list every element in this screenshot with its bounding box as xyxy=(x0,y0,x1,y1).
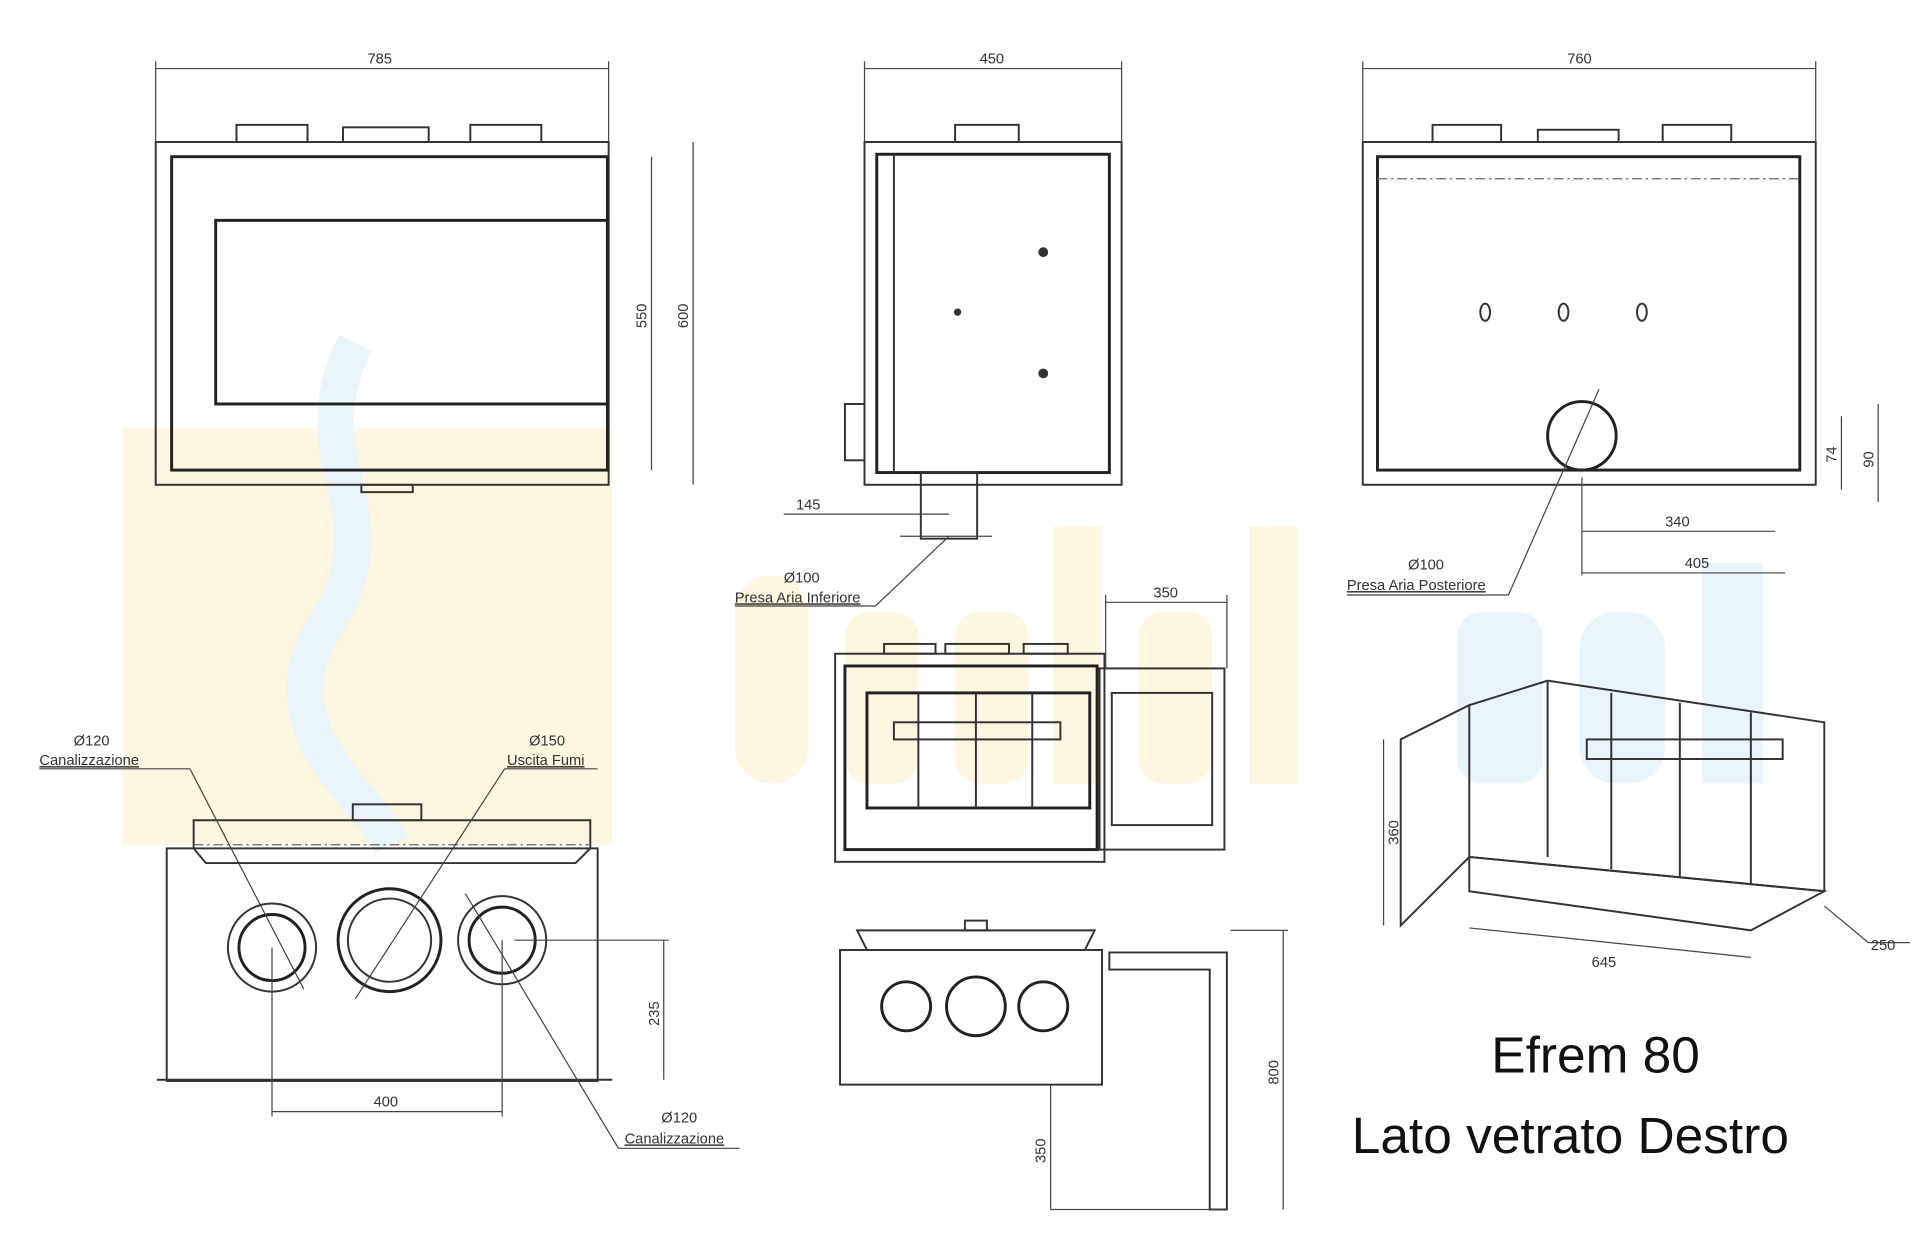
duct-spacing-dim: 400 xyxy=(374,1095,399,1111)
rear-view: 760 340 405 74 90 Ø100 Presa Aria Poster… xyxy=(1346,52,1879,596)
side-width-dim: 450 xyxy=(980,52,1005,68)
front-view: 785 550 600 xyxy=(154,52,694,494)
front-inner-height-dim: 550 xyxy=(635,304,651,329)
side-intake-label: Presa Aria Inferiore xyxy=(735,590,861,606)
rear-dim-340: 340 xyxy=(1665,514,1690,530)
right-duct-diameter: Ø120 xyxy=(661,1111,697,1127)
model-title: Efrem 80 xyxy=(1491,1025,1700,1083)
side-view: 450 145 Ø100 Presa Aria Inferiore xyxy=(734,52,1123,607)
front-height-dim: 600 xyxy=(676,304,692,329)
firebox-height-dim: 360 xyxy=(1386,820,1402,845)
left-duct-diameter: Ø120 xyxy=(74,734,110,750)
firebox-depth-dim: 250 xyxy=(1871,938,1896,954)
plan-view: 800 350 xyxy=(839,919,1289,1211)
left-duct-label: Canalizzazione xyxy=(39,753,139,769)
side-intake-diameter: Ø100 xyxy=(784,571,820,587)
rear-dim-74: 74 xyxy=(1825,446,1841,462)
plan-offset-dim: 350 xyxy=(1034,1138,1050,1163)
side-offset-dim: 145 xyxy=(796,497,821,513)
rear-intake-diameter: Ø100 xyxy=(1408,557,1444,573)
right-duct-label: Canalizzazione xyxy=(625,1131,725,1147)
center-duct-diameter: Ø150 xyxy=(529,734,565,750)
back-ducts-view: 400 235 Ø120 Canalizzazione Ø150 Uscita … xyxy=(39,734,740,1149)
watermark-logo xyxy=(122,334,1764,854)
model-subtitle: Lato vetrato Destro xyxy=(1352,1106,1789,1164)
rear-width-dim: 760 xyxy=(1567,52,1592,68)
top-view: 350 xyxy=(834,585,1228,863)
rear-dim-90: 90 xyxy=(1861,451,1877,467)
center-duct-label: Uscita Fumi xyxy=(507,753,585,769)
rear-intake-label: Presa Aria Posteriore xyxy=(1347,578,1486,594)
plan-depth-dim: 800 xyxy=(1266,1060,1282,1085)
firebox-width-dim: 645 xyxy=(1592,955,1617,971)
front-width-dim: 785 xyxy=(367,52,392,68)
duct-height-dim: 235 xyxy=(647,1001,663,1026)
firebox-3d: 360 645 250 xyxy=(1382,679,1910,971)
rear-dim-405: 405 xyxy=(1685,556,1710,572)
glass-depth-dim: 350 xyxy=(1153,585,1178,601)
